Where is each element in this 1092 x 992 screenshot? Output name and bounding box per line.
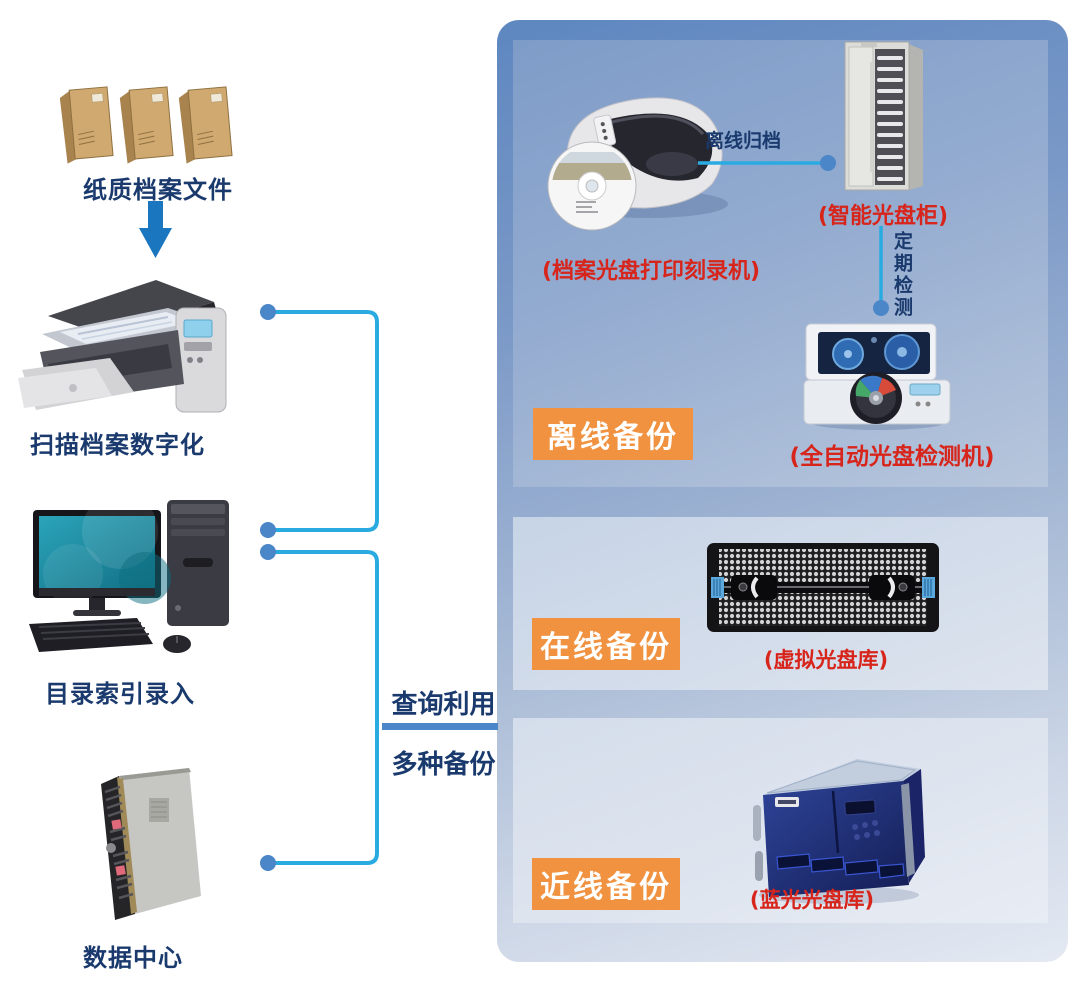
scanner-illustration bbox=[18, 280, 227, 413]
periodic-check-flow-label: 定期检测 bbox=[891, 231, 913, 319]
scanner-label: 扫描档案数字化 bbox=[30, 431, 205, 459]
blu-ray-library-label: (蓝光光盘库) bbox=[749, 888, 875, 912]
server-illustration bbox=[101, 768, 201, 920]
offline-archive-flow-label: 离线归档 bbox=[705, 130, 782, 152]
offline-backup-badge: 离线备份 bbox=[533, 408, 693, 460]
virtual-disc-library-label: (虚拟光盘库) bbox=[763, 648, 889, 672]
down-arrow-icon bbox=[139, 201, 172, 258]
cd-disc bbox=[547, 141, 637, 231]
virtual-disc-library-illustration bbox=[707, 543, 939, 632]
connector-bracket-bottom bbox=[268, 550, 379, 865]
disc-printer-label: (档案光盘打印刻录机) bbox=[541, 259, 761, 284]
query-usage-label: 查询利用 bbox=[391, 690, 496, 720]
paper-archive-label: 纸质档案文件 bbox=[83, 176, 233, 204]
catalog-entry-label: 目录索引录入 bbox=[45, 680, 195, 708]
desktop-computer-illustration bbox=[29, 496, 229, 653]
disc-cabinet-illustration bbox=[844, 41, 923, 191]
blu-ray-library-illustration bbox=[753, 759, 925, 904]
connector-dot-server bbox=[260, 855, 276, 871]
connector-dot-computer-bottom bbox=[260, 544, 276, 560]
online-backup-badge: 在线备份 bbox=[532, 618, 680, 670]
disc-printer-illustration bbox=[547, 97, 728, 231]
connector-dot-scanner bbox=[260, 304, 276, 320]
disc-checker-label: (全自动光盘检测机) bbox=[789, 444, 995, 470]
disc-cabinet-label: (智能光盘柜) bbox=[817, 204, 949, 229]
multi-backup-label: 多种备份 bbox=[391, 750, 496, 780]
paper-archive-folders-illustration bbox=[60, 86, 233, 164]
connector-bracket-top bbox=[268, 310, 379, 532]
query-backup-divider bbox=[382, 723, 498, 730]
nearline-backup-badge: 近线备份 bbox=[532, 858, 680, 910]
connector-dot-computer-top bbox=[260, 522, 276, 538]
datacenter-label: 数据中心 bbox=[83, 944, 183, 972]
disc-checker-illustration bbox=[803, 323, 951, 430]
